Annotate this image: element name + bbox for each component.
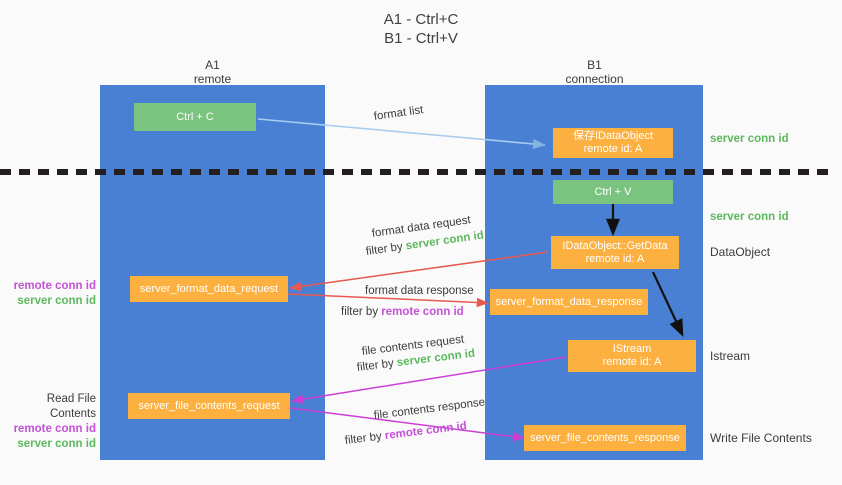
- column-header-b1: B1 connection: [522, 58, 667, 86]
- right-label-dataobject: DataObject: [710, 245, 770, 260]
- box-server-file-contents-request-label: server_file_contents_request: [138, 399, 280, 412]
- box-ctrl-c[interactable]: Ctrl + C: [134, 103, 256, 131]
- title-line-2: B1 - Ctrl+V: [384, 30, 458, 47]
- label-format-list: format list: [373, 103, 424, 125]
- left-stack-format-conn-ids: remote conn id server conn id: [0, 279, 96, 309]
- right-label-server-conn-id-top: server conn id: [710, 132, 789, 146]
- column-b1-sub: connection: [565, 72, 624, 86]
- box-getdata-line2: remote id: A: [585, 252, 645, 265]
- box-server-format-data-request[interactable]: server_format_data_request: [130, 276, 288, 302]
- column-a1-sub: remote: [193, 72, 232, 86]
- box-ctrl-c-label: Ctrl + C: [176, 110, 214, 123]
- label-format-data-response: format data response: [365, 284, 474, 299]
- box-server-format-data-response[interactable]: server_format_data_response: [490, 289, 648, 315]
- right-label-server-conn-id-top-text: server conn id: [710, 133, 789, 145]
- box-server-format-data-response-label: server_format_data_response: [495, 295, 643, 308]
- right-label-server-conn-id-second: server conn id: [710, 210, 789, 224]
- left-label-remote-conn-id: remote conn id: [13, 280, 96, 292]
- label-format-data-response-text: format data response: [365, 285, 474, 297]
- box-idataobject-getdata[interactable]: IDataObject::GetData remote id: A: [551, 236, 679, 269]
- label-filter-prefix-4: filter by: [344, 430, 386, 447]
- left-label-read-file-contents: Read File Contents: [46, 393, 96, 420]
- box-istream[interactable]: IStream remote id: A: [568, 340, 696, 372]
- box-server-file-contents-request[interactable]: server_file_contents_request: [128, 393, 290, 419]
- column-header-a1: A1 remote: [140, 58, 285, 86]
- box-server-file-contents-response-label: server_file_contents_response: [530, 431, 680, 444]
- box-server-file-contents-response[interactable]: server_file_contents_response: [524, 425, 686, 451]
- label-file-contents-response: file contents response: [373, 395, 486, 424]
- right-label-write-file-contents-text: Write File Contents: [710, 431, 812, 445]
- box-istream-line1: IStream: [612, 343, 652, 355]
- box-save-idataobject-line1: 保存IDataObject: [572, 130, 654, 142]
- label-filter-prefix-3: filter by: [356, 357, 398, 374]
- left-label-server-conn-id-2: server conn id: [17, 438, 96, 450]
- left-label-remote-conn-id-2: remote conn id: [13, 423, 96, 435]
- right-label-istream: Istream: [710, 349, 750, 364]
- page-title: A1 - Ctrl+C B1 - Ctrl+V: [0, 10, 842, 48]
- right-label-server-conn-id-second-text: server conn id: [710, 211, 789, 223]
- box-save-idataobject-line2: remote id: A: [583, 143, 643, 155]
- box-ctrl-v-label: Ctrl + V: [594, 185, 632, 198]
- box-save-idataobject[interactable]: 保存IDataObject remote id: A: [553, 128, 673, 158]
- label-filter-value-remote-conn-id-2: remote conn id: [384, 420, 468, 443]
- left-label-server-conn-id: server conn id: [17, 295, 96, 307]
- label-filter-value-remote-conn-id: remote conn id: [381, 306, 464, 318]
- title-line-1: A1 - Ctrl+C: [383, 11, 459, 28]
- column-b1-name: B1: [587, 58, 602, 72]
- label-filter-prefix: filter by: [365, 240, 407, 258]
- right-label-write-file-contents: Write File Contents: [710, 431, 812, 446]
- label-format-list-text: format list: [373, 104, 425, 123]
- box-ctrl-v[interactable]: Ctrl + V: [553, 180, 673, 204]
- right-label-dataobject-text: DataObject: [710, 245, 771, 259]
- column-a1-name: A1: [205, 58, 220, 72]
- left-stack-file-conn-ids: Read File Contents remote conn id server…: [0, 392, 96, 452]
- label-format-data-response-filter: filter by remote conn id: [341, 305, 464, 320]
- label-filter-prefix-2: filter by: [341, 306, 382, 318]
- label-file-contents-response-filter: filter by remote conn id: [344, 419, 468, 449]
- right-label-istream-text: Istream: [710, 349, 751, 363]
- box-server-format-data-request-label: server_format_data_request: [139, 282, 279, 295]
- box-istream-line2: remote id: A: [602, 356, 662, 368]
- label-file-contents-response-text: file contents response: [373, 396, 486, 422]
- box-getdata-line1: IDataObject::GetData: [562, 239, 668, 252]
